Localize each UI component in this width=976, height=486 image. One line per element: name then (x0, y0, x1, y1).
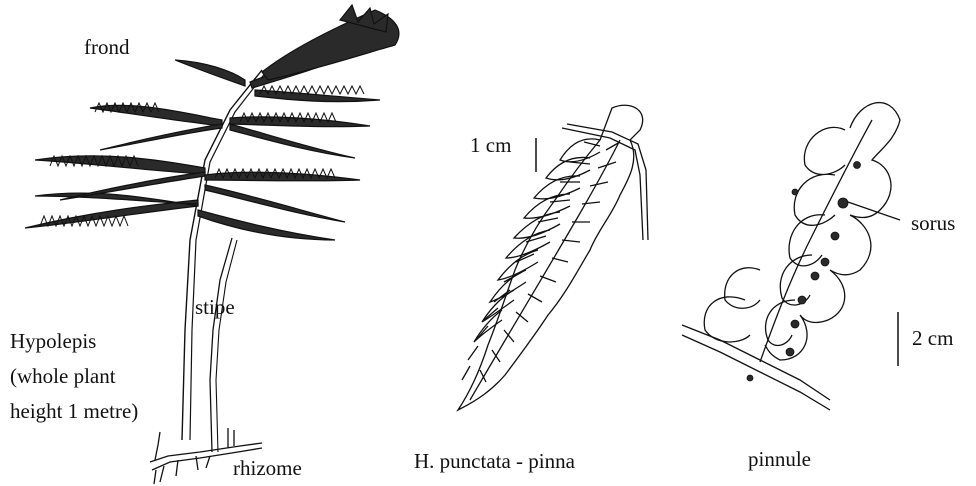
label-pinnule-caption: pinnule (748, 449, 811, 470)
label-sorus: sorus (911, 213, 955, 234)
pinnule-rachis-edge (682, 335, 830, 410)
pinnule-rachis (682, 325, 830, 400)
pinna-midrib (470, 140, 620, 400)
frond-pinnae (25, 5, 399, 240)
second-stalk-edge (216, 240, 237, 452)
label-pinna-caption: H. punctata - pinna (414, 451, 575, 472)
pinnule-drawing (682, 103, 900, 410)
pinna (175, 60, 245, 86)
sorus-dot (792, 189, 798, 195)
pinna (100, 124, 222, 150)
label-genus: Hypolepis (10, 331, 96, 352)
pinna-lobes (462, 142, 620, 382)
sorus-dot (747, 375, 753, 381)
sorus-dot (854, 162, 861, 169)
pinnule-outline (704, 103, 900, 360)
sorus-dot (838, 198, 848, 208)
pinna-serrations (260, 86, 364, 94)
pinna (205, 172, 360, 181)
rhizome-shoot (155, 428, 234, 460)
sorus-dot (831, 232, 839, 240)
sorus-dot (798, 296, 806, 304)
sorus-dot (786, 348, 794, 356)
pinna (205, 185, 345, 222)
label-scale-2cm: 2 cm (912, 328, 953, 349)
label-rhizome: rhizome (233, 458, 302, 479)
label-frond: frond (84, 37, 130, 58)
label-scale-1cm: 1 cm (470, 135, 511, 156)
label-height: height 1 metre) (10, 401, 138, 422)
pinnule-midvein (760, 120, 872, 362)
sorus-dot (821, 258, 829, 266)
label-stipe: stipe (195, 297, 235, 318)
pinna (230, 124, 355, 158)
pinna (230, 117, 370, 127)
sorus-dot (791, 320, 799, 328)
sorus-dot (811, 272, 819, 280)
label-whole-plant: (whole plant (10, 366, 116, 387)
